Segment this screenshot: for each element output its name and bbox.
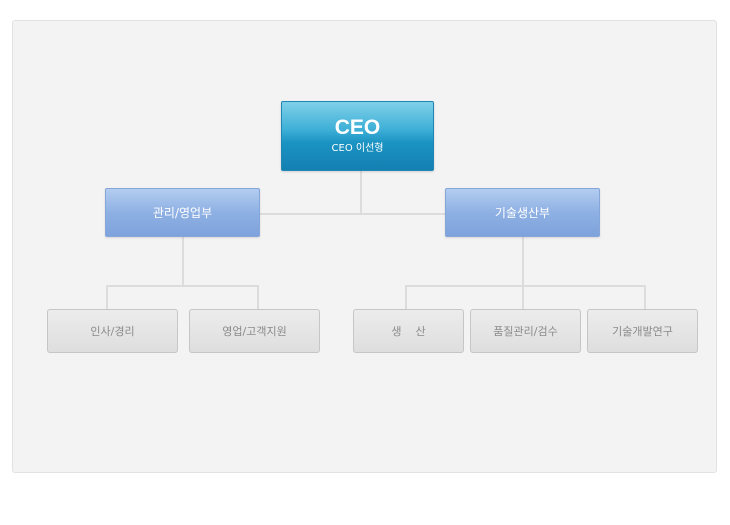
team-box-quality-inspection: 품질관리/검수: [470, 309, 581, 353]
team-label: 생산: [391, 325, 440, 338]
team-box-production: 생산: [353, 309, 464, 353]
team-box-tech-rnd: 기술개발연구: [587, 309, 698, 353]
department-box-tech-production: 기술생산부: [445, 188, 600, 237]
department-label: 관리/영업부: [152, 206, 213, 220]
team-box-sales-support: 영업/고객지원: [189, 309, 320, 353]
ceo-title: CEO: [334, 116, 381, 139]
team-label: 기술개발연구: [612, 325, 673, 338]
org-chart-panel: [12, 20, 717, 473]
ceo-box: CEO CEO 이선형: [281, 101, 434, 171]
team-box-hr-accounting: 인사/경리: [47, 309, 178, 353]
team-label: 인사/경리: [90, 325, 135, 338]
team-label: 영업/고객지원: [222, 325, 287, 338]
team-label: 품질관리/검수: [493, 325, 558, 338]
department-label: 기술생산부: [494, 206, 551, 220]
ceo-subtitle: CEO 이선형: [331, 143, 384, 154]
department-box-management-sales: 관리/영업부: [105, 188, 260, 237]
